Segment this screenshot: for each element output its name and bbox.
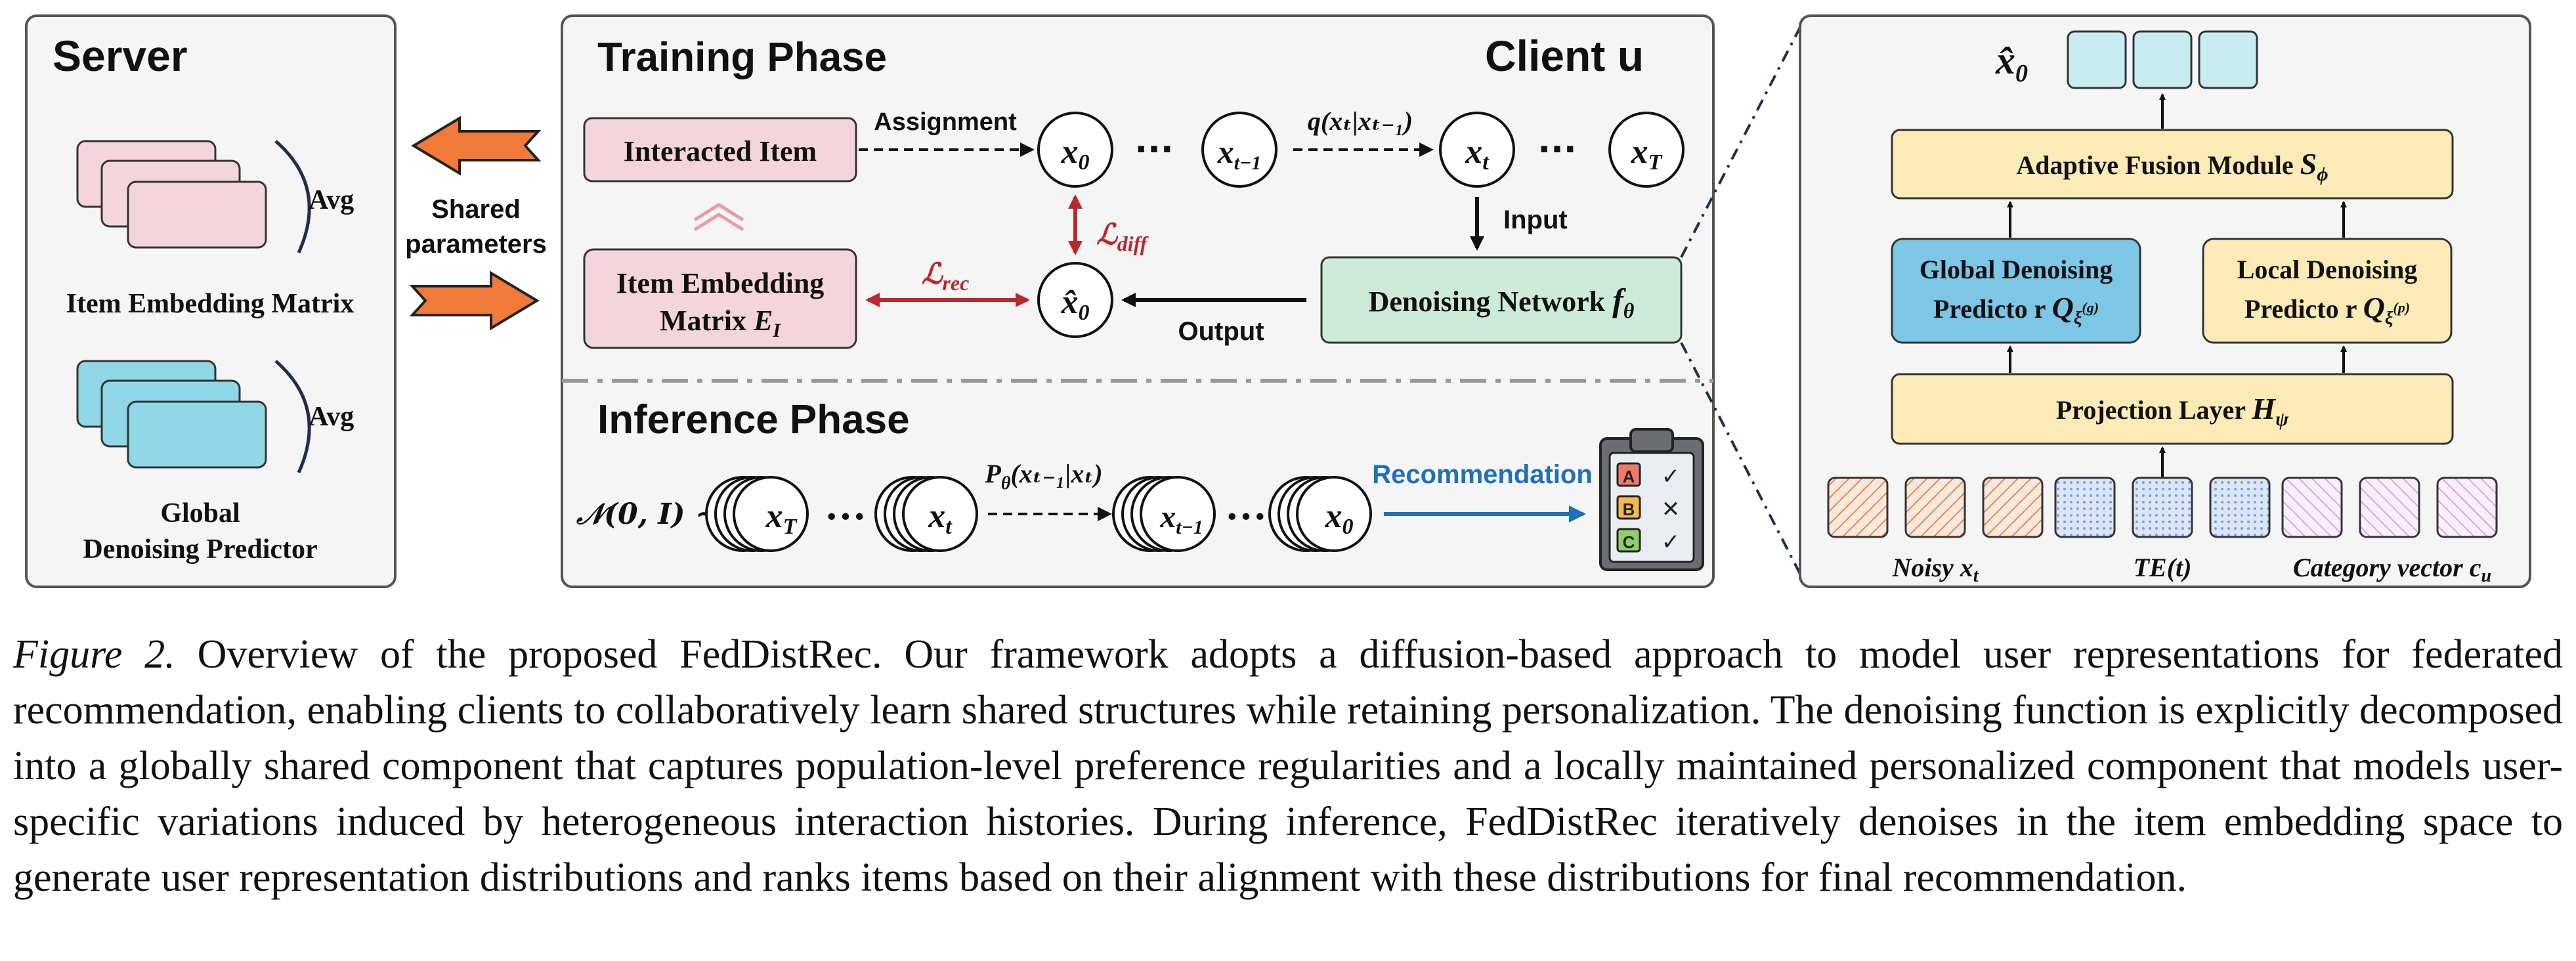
p-label: Pθ(xₜ₋₁|xₜ) bbox=[984, 459, 1102, 494]
client-panel: Training Phase Client u Interacted Item … bbox=[561, 14, 1715, 588]
q-label: q(xₜ|xₜ₋₁) bbox=[1308, 106, 1413, 136]
denoising-network-box bbox=[1320, 256, 1683, 344]
output-token-3 bbox=[2198, 30, 2258, 89]
recommendation-label: Recommendation bbox=[1372, 460, 1593, 489]
category-label: Category vector cu bbox=[2293, 553, 2491, 586]
denoising-network-label: Denoising Network fθ bbox=[1369, 282, 1635, 322]
node-x0 bbox=[1037, 112, 1113, 188]
framework-figure: Server Avg Item Embedding Matrix Avg Glo… bbox=[25, 14, 2531, 588]
stack-xt1 bbox=[1112, 476, 1216, 552]
projection-layer-box bbox=[1891, 373, 2454, 445]
node-xt-1 bbox=[1201, 112, 1277, 188]
ldiff-label: ℒdiff bbox=[1096, 219, 1149, 255]
local-predictor-line2: Predicto r Qξ(p) bbox=[2244, 291, 2410, 329]
item-embedding-matrix-box bbox=[583, 248, 857, 349]
assignment-label: Assignment bbox=[874, 108, 1017, 136]
server-panel: Server Avg Item Embedding Matrix Avg Glo… bbox=[25, 14, 397, 588]
ellipsis-1: ··· bbox=[1134, 130, 1173, 169]
noisy-label: Noisy xt bbox=[1891, 553, 1979, 586]
output-token-2 bbox=[2132, 30, 2193, 89]
item-embedding-matrix-label: Item Embedding Matrix bbox=[66, 289, 354, 319]
global-predictor-box bbox=[1891, 238, 2141, 344]
local-predictor-box bbox=[2202, 238, 2453, 344]
stack-xt1-label: xt−1 bbox=[1159, 500, 1203, 538]
noisy-token-3 bbox=[1982, 477, 2044, 538]
stack-xt-label: xt bbox=[928, 498, 953, 539]
category-token-1 bbox=[2281, 477, 2343, 538]
global-predictor-stack bbox=[76, 360, 311, 474]
category-token-3 bbox=[2436, 477, 2498, 538]
shared-arrow-right bbox=[409, 270, 540, 331]
stack-x0 bbox=[1268, 476, 1372, 552]
stack-x0-label: x0 bbox=[1325, 498, 1354, 539]
node-x0-label: x0 bbox=[1061, 133, 1090, 175]
input-label: Input bbox=[1503, 205, 1568, 234]
training-phase-title: Training Phase bbox=[597, 35, 887, 80]
local-predictor-line1: Local Denoising bbox=[2237, 255, 2417, 284]
clipboard-icon bbox=[1599, 428, 1704, 571]
item-embedding-line2: Matrix EI bbox=[660, 305, 781, 341]
node-xt-1-label: xt−1 bbox=[1217, 133, 1262, 174]
ellipsis-2: ··· bbox=[1537, 130, 1576, 169]
global-predictor-line1: Global Denoising bbox=[1920, 255, 2113, 284]
stack-xT-label: xT bbox=[765, 498, 798, 539]
global-predictor-line2: Predicto r Qξ(g) bbox=[1933, 291, 2099, 329]
shared-arrow-left bbox=[411, 116, 542, 176]
inference-dots-2: ••• bbox=[1225, 504, 1267, 531]
server-title: Server bbox=[53, 32, 188, 80]
clip-mark-c: ✓ bbox=[1662, 529, 1681, 555]
output-label: Output bbox=[1178, 317, 1264, 346]
adaptive-fusion-box bbox=[1891, 129, 2454, 200]
inference-phase-title: Inference Phase bbox=[597, 397, 910, 442]
detail-panel: x̂0 Adaptive Fusion Module Sϕ Global Den… bbox=[1799, 14, 2531, 588]
category-token-2 bbox=[2359, 477, 2420, 538]
server-avg-label-1: Avg bbox=[309, 185, 354, 215]
server-avg-label-2: Avg bbox=[309, 402, 354, 432]
shared-label-1: Shared bbox=[431, 195, 521, 224]
clip-row-a: A bbox=[1623, 467, 1635, 486]
te-token-3 bbox=[2209, 477, 2271, 538]
interacted-item-label: Interacted Item bbox=[624, 135, 817, 167]
figure-caption: Figure 2. Overview of the proposed FedDi… bbox=[13, 627, 2563, 906]
global-predictor-label-2: Denoising Predictor bbox=[83, 534, 317, 565]
clip-row-b: B bbox=[1623, 500, 1635, 519]
caption-text: Overview of the proposed FedDistRec. Our… bbox=[13, 632, 2563, 900]
node-xhat0-label: x̂0 bbox=[1061, 284, 1090, 325]
te-token-2 bbox=[2132, 477, 2193, 538]
node-xhat0 bbox=[1037, 262, 1113, 338]
adaptive-fusion-label: Adaptive Fusion Module Sϕ bbox=[2016, 147, 2328, 185]
item-embedding-stack bbox=[76, 140, 311, 254]
lrec-label: ℒrec bbox=[922, 258, 970, 295]
clip-mark-b: ✕ bbox=[1662, 496, 1681, 523]
noisy-token-1 bbox=[1827, 477, 1889, 538]
te-label: TE(t) bbox=[2134, 553, 2192, 582]
inference-dots-1: ••• bbox=[825, 504, 867, 531]
global-predictor-label-1: Global bbox=[160, 498, 240, 528]
shared-label-2: parameters bbox=[405, 230, 547, 259]
stack-xT bbox=[705, 476, 809, 552]
node-xt bbox=[1439, 112, 1515, 188]
client-label: Client u bbox=[1485, 32, 1644, 80]
interacted-item-box bbox=[583, 117, 857, 182]
projection-layer-label: Projection Layer Hψ bbox=[2056, 392, 2289, 430]
node-xT bbox=[1608, 112, 1685, 188]
clip-row-c: C bbox=[1623, 532, 1635, 552]
clip-mark-a: ✓ bbox=[1662, 463, 1681, 490]
item-embedding-line1: Item Embedding bbox=[616, 267, 825, 299]
shared-parameters: Shared parameters bbox=[405, 116, 547, 331]
chevron-up-icon bbox=[693, 203, 744, 232]
stack-xt bbox=[874, 476, 978, 552]
node-xt-label: xt bbox=[1465, 133, 1490, 175]
output-token-1 bbox=[2067, 30, 2127, 89]
noise-prefix: 𝒩(0, I) ~ bbox=[576, 498, 719, 531]
te-token-1 bbox=[2054, 477, 2116, 538]
node-xT-label: xT bbox=[1631, 133, 1663, 175]
noisy-token-2 bbox=[1904, 477, 1966, 538]
xhat0-output-label: x̂0 bbox=[1995, 39, 2028, 87]
caption-lead: Figure 2. bbox=[13, 632, 175, 677]
